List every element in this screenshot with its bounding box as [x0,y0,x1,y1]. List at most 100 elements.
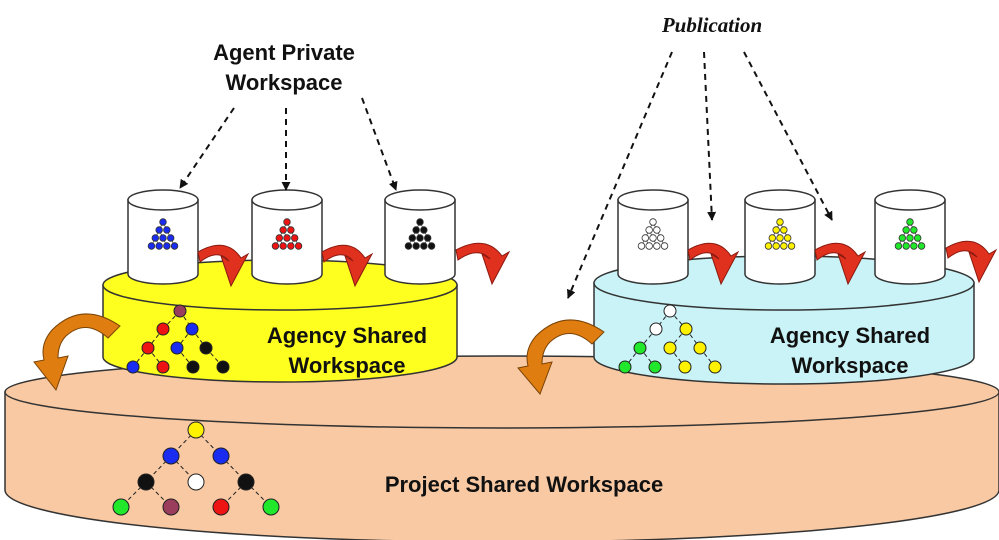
private-workspace-cylinder [744,189,816,285]
merge-arrow-icon [687,242,740,286]
tree-node [633,341,647,355]
tree-node [404,242,413,250]
tree-node [187,473,205,491]
tree-node [902,226,910,234]
tree-node [166,234,175,242]
tree-node [283,218,291,226]
tree-node [141,341,155,355]
tree-node [159,234,167,242]
tree-node [649,234,657,242]
tree-node [291,234,299,242]
tree-node [279,226,287,234]
tree-node [898,234,906,242]
tree-node [637,242,646,250]
tree-node [420,226,428,234]
tree-node [212,498,230,516]
tree-node [294,242,303,250]
private-workspace-cylinder [127,189,199,285]
private-tree [637,218,669,250]
merge-arrow-icon [33,313,121,392]
merge-arrow-icon [455,242,511,286]
private-tree [404,218,436,250]
tree-node [216,360,230,374]
tree-node [772,242,780,250]
tree-node [137,473,155,491]
tree-node [648,360,662,374]
publication-arrow [743,51,833,221]
publication-arrow [703,51,717,221]
tree-node [212,447,230,465]
tree-node [645,242,653,250]
tree-node [156,360,170,374]
tree-node [764,242,773,250]
tree-node [162,447,180,465]
tree-node [162,498,180,516]
tree-node [663,304,677,318]
agency-left-tree [126,304,230,374]
tree-node [641,234,649,242]
tree-node [185,322,199,336]
private-tree [147,218,179,250]
tree-node [427,242,436,250]
tree-node [914,234,922,242]
merge-arrow-icon [321,244,374,288]
tree-node [910,226,918,234]
tree-node [708,360,722,374]
tree-node [163,226,171,234]
tree-node [283,234,291,242]
project-shared-workspace [4,355,999,540]
tree-node [784,234,792,242]
tree-node [906,234,914,242]
agent-private-workspaces [127,189,946,285]
tree-node [199,341,213,355]
tree-node [156,322,170,336]
private-workspace-cylinder [617,189,689,285]
tree-node [906,218,914,226]
merge-arrow-icon [517,319,605,395]
agency-right-label-line2: Workspace [792,353,909,378]
tree-node [262,498,280,516]
tree-node [271,242,280,250]
publication-label: Publication [661,13,762,37]
project-tree [112,421,280,516]
tree-node [412,242,420,250]
tree-node [653,242,661,250]
private-tree [271,218,303,250]
tree-node [776,218,784,226]
tree-node [424,234,432,242]
tree-node [151,234,159,242]
merge-arrow-icon [814,242,867,286]
private-pointer-arrow [179,107,235,189]
tree-node [155,226,163,234]
tree-node [170,242,179,250]
tree-node [649,218,657,226]
tree-node [412,226,420,234]
agency-right-label-line1: Agency Shared [770,323,930,348]
publication-arrow [567,51,673,299]
tree-node [420,242,428,250]
private-workspace-cylinder [251,189,323,285]
private-tree [894,218,926,250]
tree-node [657,234,665,242]
tree-node [894,242,903,250]
tree-node [693,341,707,355]
tree-node [653,226,661,234]
tree-node [186,360,200,374]
private-pointer-arrow [361,97,398,191]
tree-node [678,360,692,374]
tree-node [173,304,187,318]
tree-node [679,322,693,336]
tree-node [618,360,632,374]
agency-left-label-line1: Agency Shared [267,323,427,348]
tree-node [776,234,784,242]
project-label: Project Shared Workspace [385,472,663,497]
tree-node [155,242,163,250]
project-merge-arrows [33,313,605,395]
dashed-arrows [179,51,833,299]
tree-node [917,242,926,250]
tree-node [163,242,171,250]
tree-node [416,234,424,242]
tree-node [772,226,780,234]
tree-node [279,242,287,250]
